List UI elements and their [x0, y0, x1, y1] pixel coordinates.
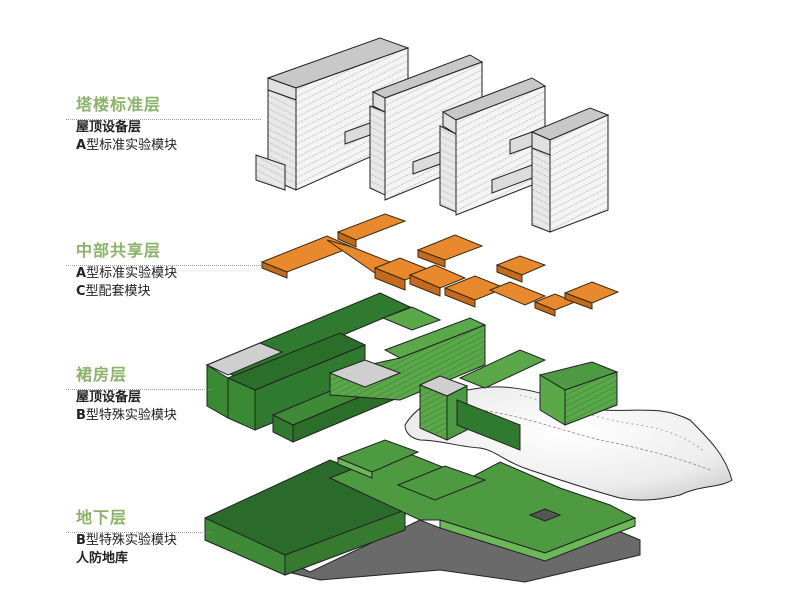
- tower-end: [531, 147, 551, 233]
- shared-corridor: [488, 281, 547, 306]
- basement-courtyard: [528, 508, 562, 522]
- basement-light-plate-edge: [439, 517, 636, 562]
- layer-title: 裙房层: [76, 365, 128, 384]
- podium-right-wing-top: [458, 349, 547, 389]
- shared-slab: [496, 264, 523, 283]
- layer-title: 地下层: [76, 508, 128, 527]
- tower-4: [491, 107, 610, 233]
- shared-slab: [260, 235, 354, 273]
- basement-layer: [204, 439, 641, 583]
- podium-layer: [205, 292, 619, 451]
- leader-line: [66, 532, 211, 533]
- layer-item: C型配套模块: [76, 284, 151, 299]
- shared-slab: [564, 292, 593, 310]
- tower-end: [439, 125, 457, 213]
- podium-roof-equipment-left: [205, 342, 284, 376]
- tower-bridge: [344, 122, 371, 145]
- podium-light-block-back: [381, 306, 442, 331]
- tower-end: [369, 105, 386, 196]
- layer-title: 塔楼标准层: [76, 95, 162, 114]
- layer-item: A型标准实验模块: [76, 138, 178, 153]
- layer-item: 屋顶设备层: [76, 120, 142, 135]
- tower-bridge: [491, 164, 533, 194]
- shared-slab: [409, 274, 441, 297]
- tower-bridge: [412, 151, 441, 175]
- shared-slab: [444, 287, 476, 308]
- label-tower-layer: 塔楼标准层 屋顶设备层 A型标准实验模块: [66, 95, 261, 155]
- shared-slab: [261, 261, 288, 279]
- tower-1: [255, 37, 410, 191]
- leader-line: [66, 389, 211, 390]
- podium-right-block-front: [539, 374, 566, 426]
- shared-slab: [374, 267, 406, 291]
- shared-layer: [260, 213, 620, 317]
- terrain-contour: [479, 409, 711, 471]
- layer-item: B型特殊实验模块: [76, 408, 177, 423]
- label-podium-layer: 裙房层 屋顶设备层 B型特殊实验模块: [66, 365, 211, 425]
- layer-item: B型特殊实验模块: [76, 533, 177, 548]
- tower-3: [412, 77, 547, 216]
- podium-left-front: [206, 364, 229, 419]
- layer-item: A型标准实验模块: [76, 266, 178, 281]
- leader-line: [66, 119, 261, 120]
- shared-slab: [417, 249, 446, 268]
- label-shared-layer: 中部共享层 A型标准实验模块 C型配套模块: [66, 241, 261, 301]
- basement-raised-plate-2: [396, 465, 487, 501]
- shared-slab: [337, 231, 357, 248]
- layer-title: 中部共享层: [76, 241, 162, 260]
- basement-raised-plate-edge: [337, 457, 373, 479]
- podium-bridge-wall: [456, 399, 521, 451]
- layer-item: 人防地库: [76, 551, 129, 566]
- tower-base: [255, 154, 286, 191]
- basement-dark-block-right: [284, 509, 406, 576]
- label-basement-layer: 地下层 B型特殊实验模块 人防地库: [66, 508, 211, 568]
- tower-layer: [255, 37, 610, 233]
- podium-roof-equipment-mid: [328, 359, 402, 388]
- tower-bridge: [509, 131, 533, 155]
- layer-item: 屋顶设备层: [76, 390, 142, 405]
- shared-slab: [534, 301, 556, 317]
- leader-line: [66, 265, 261, 266]
